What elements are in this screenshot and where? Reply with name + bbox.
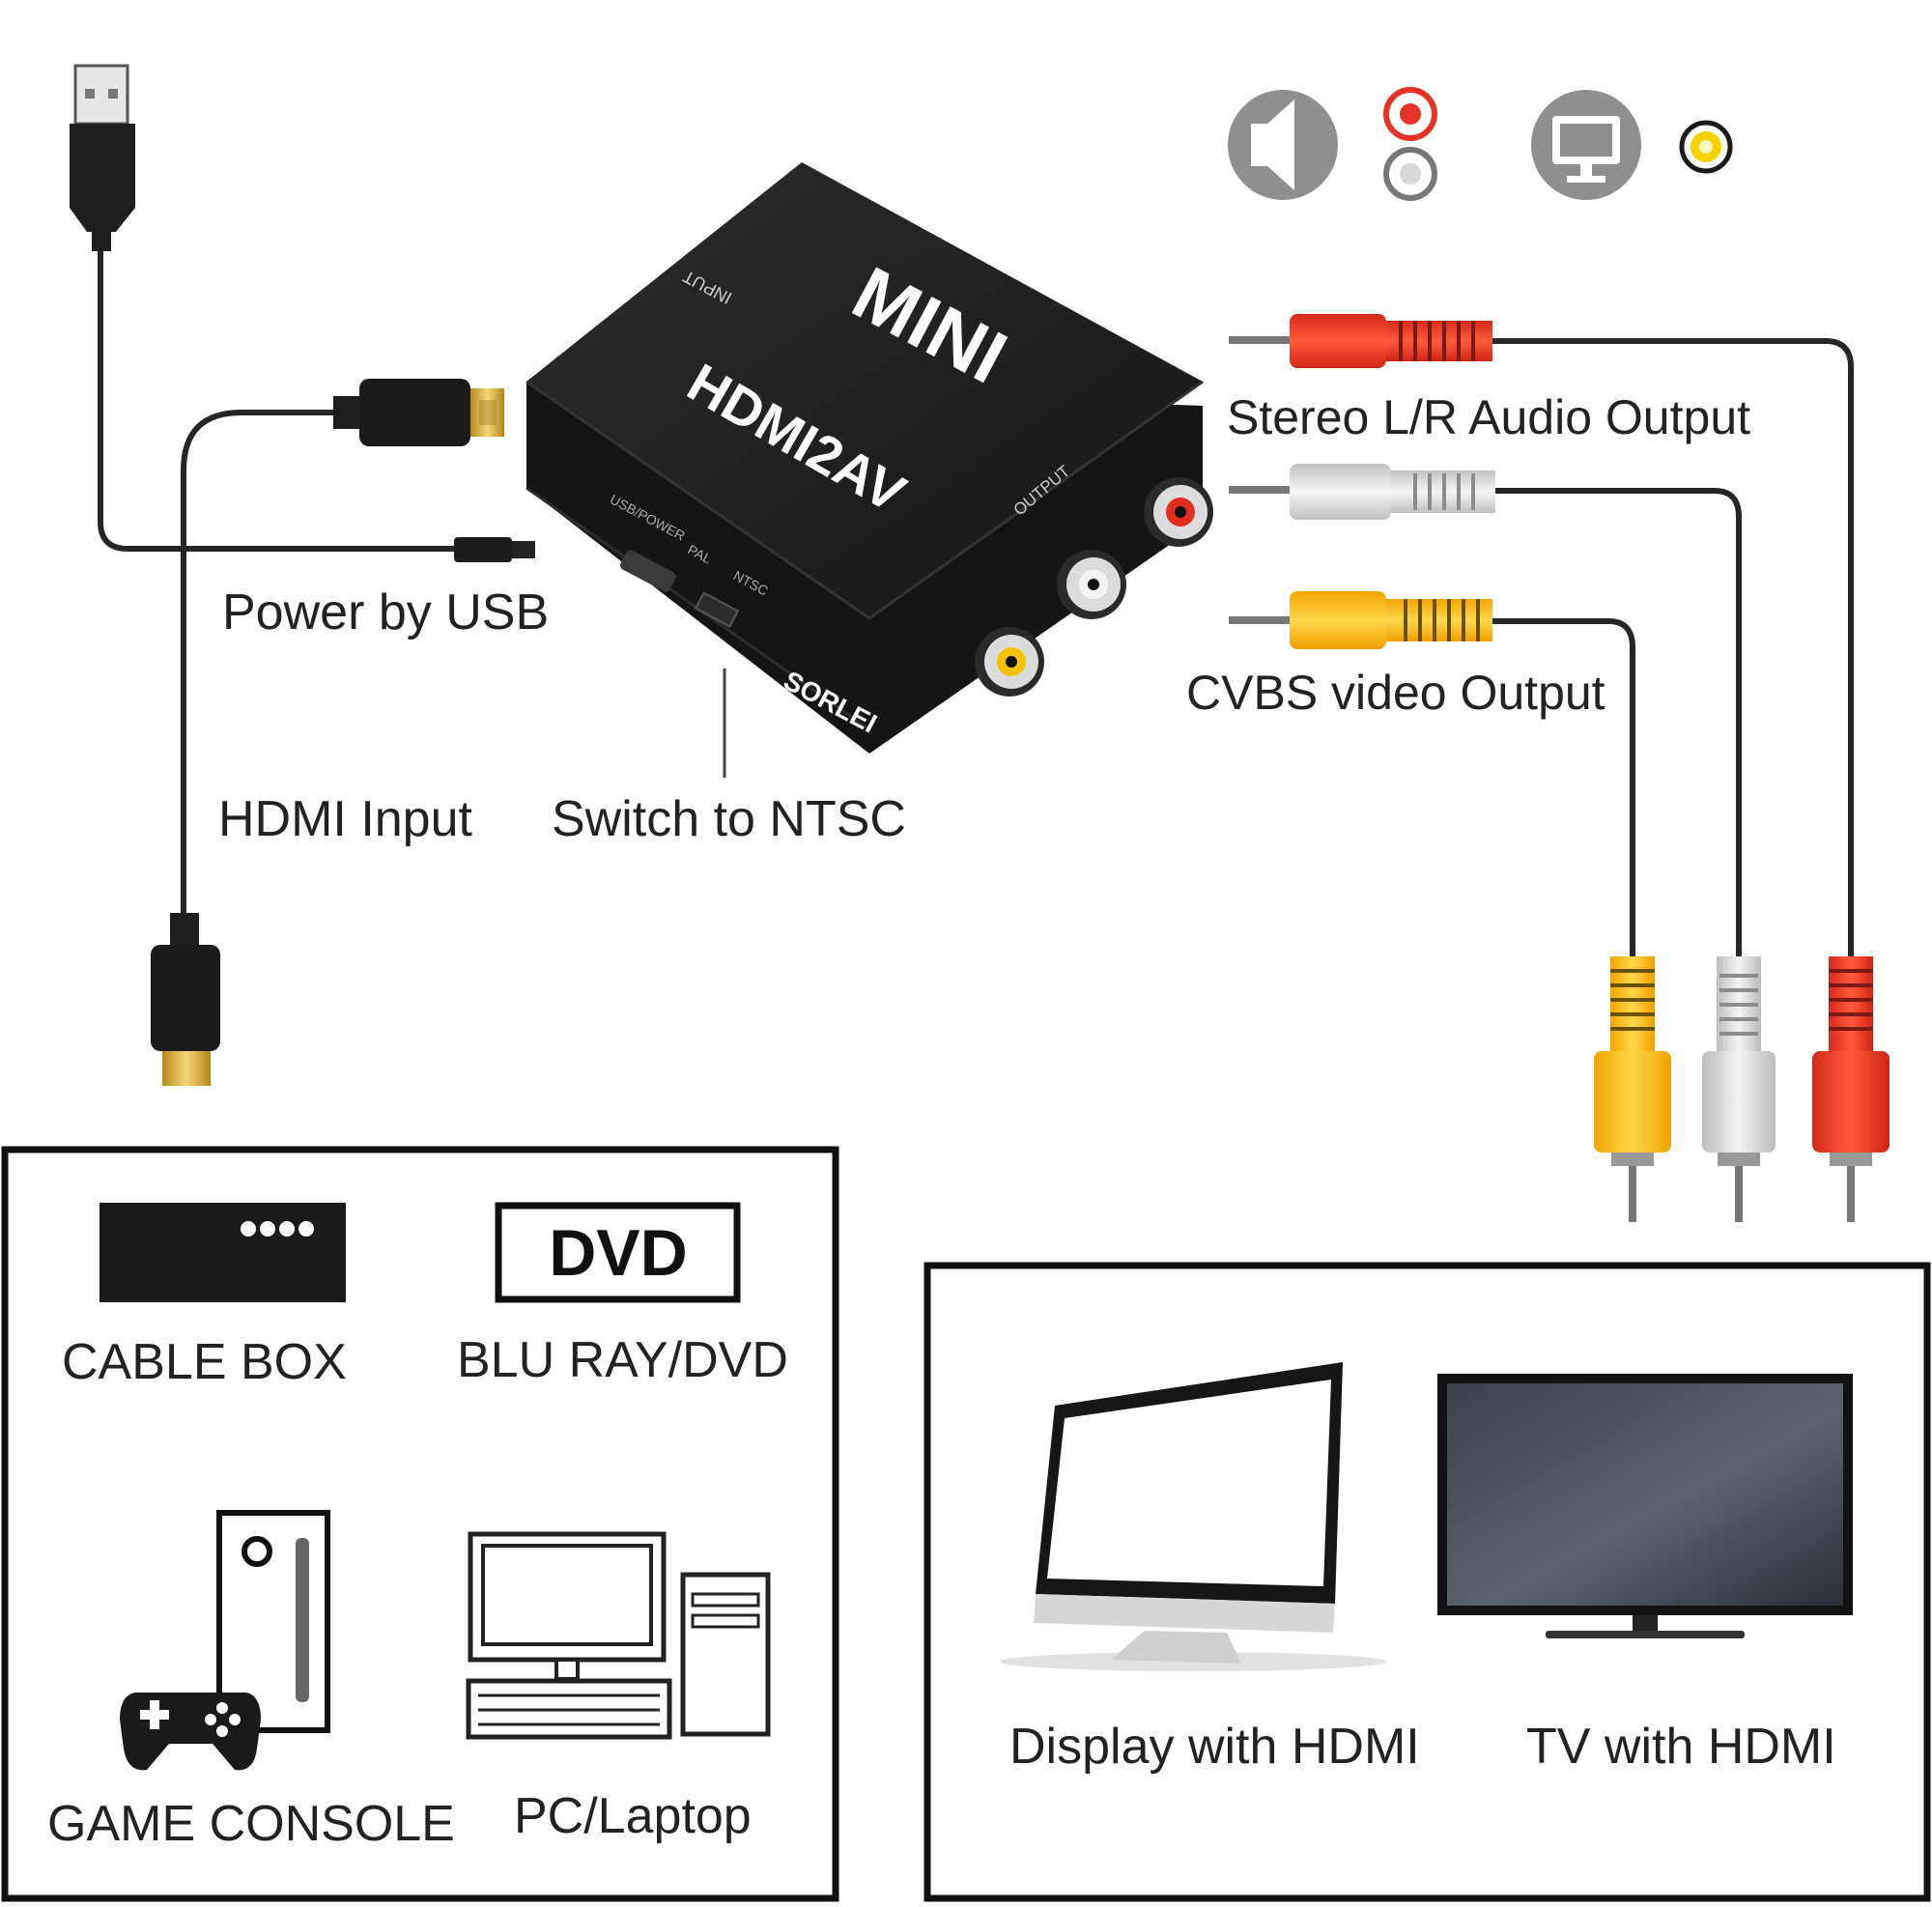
usb-cable bbox=[98, 243, 467, 552]
hdmi-input-label: HDMI Input bbox=[218, 791, 472, 847]
white-connector-icon bbox=[1383, 147, 1437, 201]
monitor-legend-icon bbox=[1531, 90, 1641, 200]
yellow-rca-plug-horizontal bbox=[1229, 591, 1492, 649]
yellow-rca-plug-vertical bbox=[1594, 956, 1671, 1222]
game-console-label: GAME CONSOLE bbox=[47, 1796, 455, 1852]
hdmi-cable bbox=[181, 410, 336, 925]
cable-box-icon bbox=[99, 1203, 346, 1302]
red-rca-cable bbox=[1485, 338, 1854, 959]
displays-panel bbox=[923, 1262, 1931, 1902]
stereo-audio-output-label: Stereo L/R Audio Output bbox=[1227, 390, 1751, 444]
white-rca-plug-vertical bbox=[1702, 956, 1776, 1222]
yellow-connector-icon bbox=[1679, 120, 1733, 174]
red-rca-plug-horizontal bbox=[1229, 314, 1492, 368]
switch-to-ntsc-label: Switch to NTSC bbox=[552, 791, 906, 847]
white-rca-cable bbox=[1490, 488, 1742, 959]
red-connector-icon bbox=[1383, 87, 1437, 141]
red-rca-plug-vertical bbox=[1812, 956, 1889, 1222]
yellow-jack bbox=[975, 627, 1044, 697]
power-by-usb-label: Power by USB bbox=[222, 584, 550, 640]
cable-box-label: CABLE BOX bbox=[62, 1334, 347, 1390]
white-jack bbox=[1057, 550, 1126, 619]
sources-panel bbox=[1, 1146, 839, 1902]
speaker-icon bbox=[1228, 90, 1338, 200]
dvd-logo: DVD bbox=[549, 1216, 688, 1290]
dvd-player-icon: DVD bbox=[495, 1202, 741, 1303]
cables bbox=[98, 243, 1854, 959]
pc-icon bbox=[466, 1531, 771, 1740]
cvbs-video-output-label: CVBS video Output bbox=[1186, 666, 1605, 720]
white-rca-plug-horizontal bbox=[1229, 464, 1495, 520]
pc-laptop-label: PC/Laptop bbox=[514, 1788, 752, 1844]
monitor-icon bbox=[1000, 1362, 1386, 1671]
display-with-hdmi-label: Display with HDMI bbox=[1009, 1719, 1420, 1775]
hdmi-plug-bottom-icon bbox=[151, 913, 220, 1086]
yellow-rca-cable bbox=[1485, 618, 1635, 959]
tv-icon bbox=[1437, 1374, 1853, 1638]
blu-ray-dvd-label: BLU RAY/DVD bbox=[457, 1332, 788, 1388]
hdmi-plug-top-icon bbox=[333, 379, 504, 446]
red-jack bbox=[1144, 477, 1213, 547]
game-console-icon bbox=[120, 1510, 330, 1771]
usb-plug-icon bbox=[70, 64, 135, 251]
hdmi2av-converter: MINI HDMI2AV INPUT OUTPUT USB/POWER PAL … bbox=[526, 162, 1213, 778]
tv-with-hdmi-label: TV with HDMI bbox=[1526, 1719, 1836, 1775]
micro-usb-plug-icon bbox=[454, 537, 535, 562]
